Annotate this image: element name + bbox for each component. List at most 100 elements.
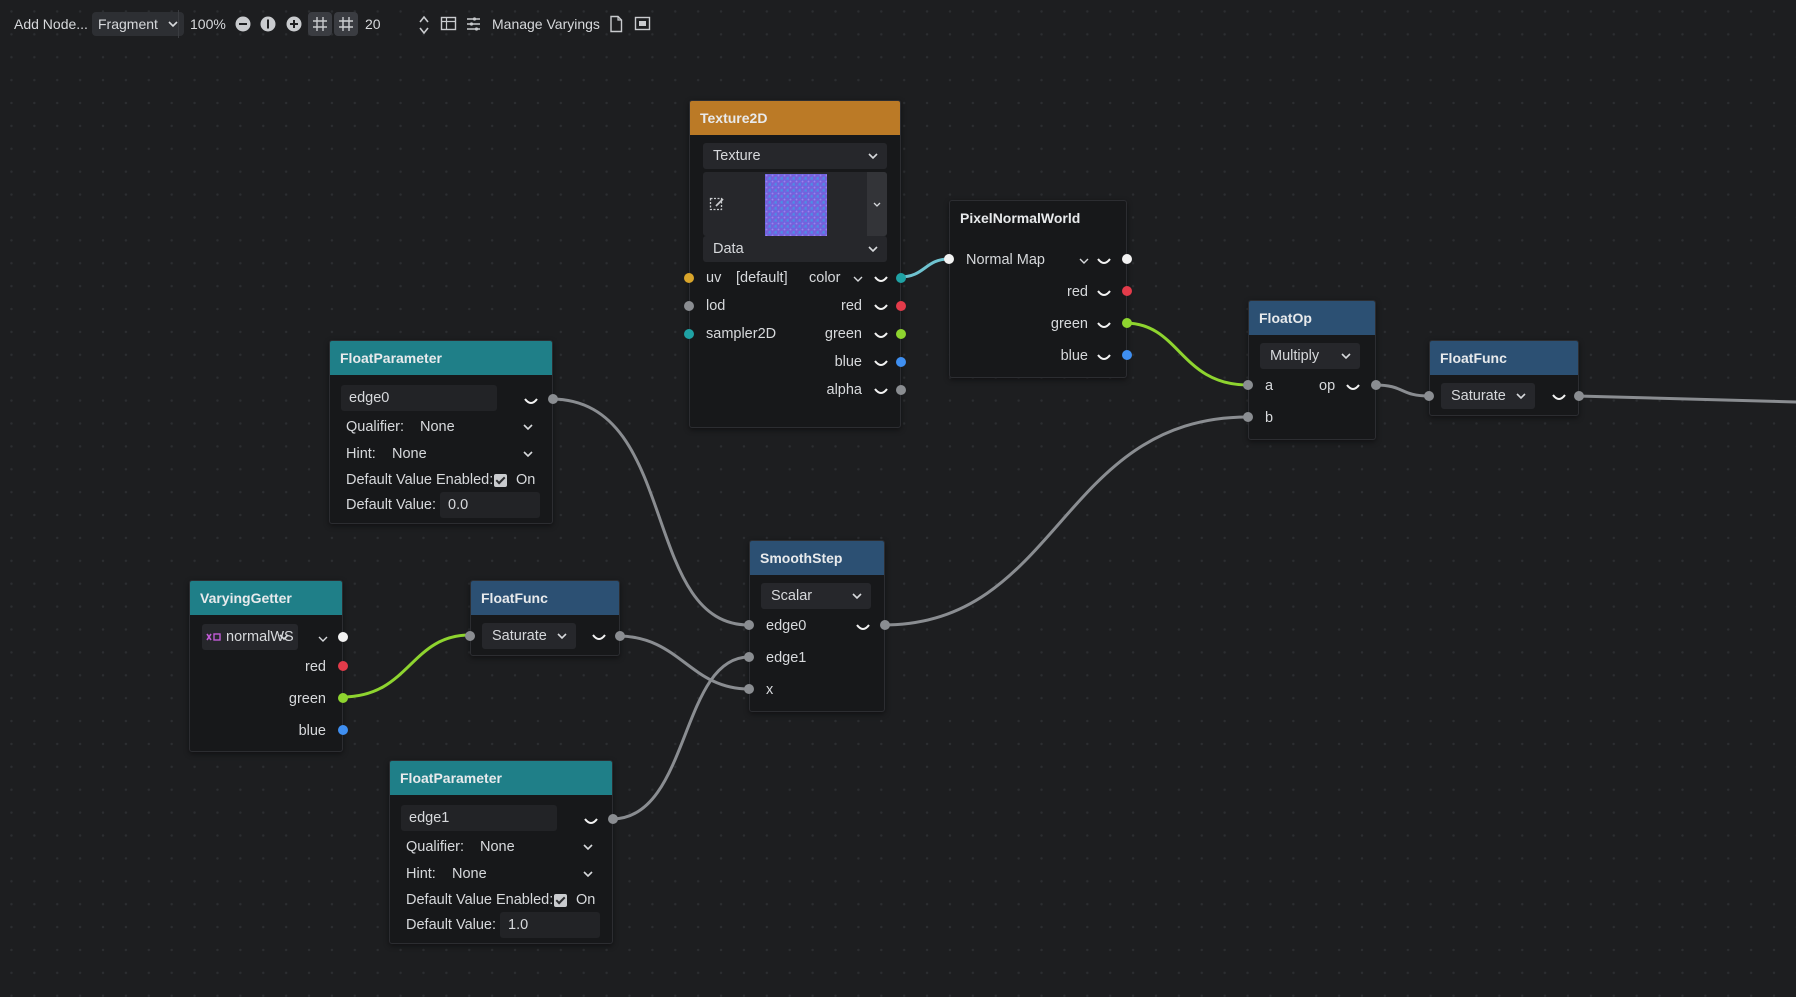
- parameter-name-input[interactable]: edge1: [401, 805, 557, 831]
- expand-toggle-icon[interactable]: [1552, 393, 1566, 403]
- expand-toggle-icon[interactable]: [874, 331, 888, 341]
- output-port-red[interactable]: [896, 301, 906, 311]
- float-parameter-node-edge0[interactable]: FloatParameter edge0 Qualifier: None Hin…: [329, 340, 558, 524]
- output-port[interactable]: [548, 394, 558, 404]
- input-port-sampler2d[interactable]: [684, 329, 694, 339]
- output-port-green[interactable]: [338, 693, 348, 703]
- operation-dropdown[interactable]: Multiply: [1260, 343, 1360, 369]
- expand-toggle-icon[interactable]: [874, 387, 888, 397]
- wire-texture-color-to-normal[interactable]: [899, 257, 950, 279]
- expand-toggle-icon[interactable]: [524, 397, 538, 407]
- add-node-button[interactable]: Add Node...: [14, 16, 88, 32]
- zoom-level-button[interactable]: 100%: [190, 16, 226, 32]
- shader-code-icon[interactable]: [608, 15, 624, 39]
- expand-toggle-icon[interactable]: [874, 359, 888, 369]
- spinner-arrows-icon[interactable]: [418, 15, 430, 39]
- texture-edit-icon[interactable]: [709, 196, 725, 212]
- output-port-alpha[interactable]: [896, 385, 906, 395]
- texture-picker-menu[interactable]: [867, 172, 887, 236]
- chevron-down-icon[interactable]: [853, 275, 863, 283]
- output-port-red[interactable]: [338, 661, 348, 671]
- wire-edge1-to-smoothstep-edge1[interactable]: [611, 655, 750, 821]
- input-port-b[interactable]: [1243, 412, 1253, 422]
- varying-dropdown[interactable]: normalWS: [202, 624, 298, 650]
- expand-toggle-icon[interactable]: [874, 303, 888, 313]
- expand-toggle-icon[interactable]: [874, 275, 888, 285]
- output-port-blue[interactable]: [338, 725, 348, 735]
- qualifier-dropdown[interactable]: None: [410, 414, 542, 440]
- texture-type-dropdown[interactable]: Data: [703, 236, 887, 262]
- qualifier-dropdown[interactable]: None: [470, 834, 602, 860]
- wire-smoothstep-to-floatop-b[interactable]: [882, 415, 1249, 627]
- wire-edge0-to-smoothstep-edge0[interactable]: [550, 397, 750, 627]
- shader-mode-dropdown[interactable]: Fragment: [92, 12, 184, 36]
- function-dropdown[interactable]: Saturate: [1441, 383, 1535, 409]
- output-port-green[interactable]: [1122, 318, 1132, 328]
- input-port-edge1[interactable]: [744, 652, 754, 662]
- parameter-name-input[interactable]: edge0: [341, 385, 497, 411]
- shader-preview-icon[interactable]: [634, 15, 651, 39]
- zoom-out-icon[interactable]: [234, 15, 252, 39]
- output-port-vec[interactable]: [338, 632, 348, 642]
- output-port-op[interactable]: [1371, 380, 1381, 390]
- input-port-normal[interactable]: [944, 254, 954, 264]
- output-port[interactable]: [608, 814, 618, 824]
- texture-picker[interactable]: [703, 172, 887, 236]
- wire-floatop-to-floatfunc[interactable]: [1374, 383, 1430, 398]
- pixel-normal-world-node[interactable]: PixelNormalWorld Normal Map red green bl…: [944, 200, 1132, 378]
- smoothstep-mode-dropdown[interactable]: Scalar: [761, 583, 871, 609]
- expand-toggle-icon[interactable]: [1097, 289, 1111, 299]
- hint-dropdown[interactable]: None: [382, 441, 542, 467]
- output-port[interactable]: [1574, 391, 1584, 401]
- input-port[interactable]: [465, 631, 475, 641]
- input-port-a[interactable]: [1243, 380, 1253, 390]
- input-port-lod[interactable]: [684, 301, 694, 311]
- float-func-node-right[interactable]: FloatFunc Saturate: [1424, 340, 1584, 416]
- minimap-icon[interactable]: [440, 15, 457, 39]
- input-port-x[interactable]: [744, 684, 754, 694]
- expand-toggle-icon[interactable]: [856, 623, 870, 633]
- output-port-blue[interactable]: [1122, 350, 1132, 360]
- normal-mode-dropdown[interactable]: Normal Map: [966, 252, 1045, 268]
- output-port-red[interactable]: [1122, 286, 1132, 296]
- zoom-in-icon[interactable]: [285, 15, 303, 39]
- grid-toggle[interactable]: [334, 12, 358, 36]
- output-port[interactable]: [615, 631, 625, 641]
- wire-varying-green-to-floatfunc[interactable]: [341, 633, 471, 699]
- output-port-normal[interactable]: [1122, 254, 1132, 264]
- expand-toggle-icon[interactable]: [584, 817, 598, 827]
- input-port-edge0[interactable]: [744, 620, 754, 630]
- output-port-green[interactable]: [896, 329, 906, 339]
- input-port[interactable]: [1424, 391, 1434, 401]
- float-parameter-node-edge1[interactable]: FloatParameter edge1 Qualifier: None Hin…: [389, 760, 618, 944]
- float-func-node-mid[interactable]: FloatFunc Saturate: [465, 580, 625, 656]
- expand-toggle-icon[interactable]: [1097, 321, 1111, 331]
- varying-getter-node[interactable]: VaryingGetter normalWS red green blue: [189, 580, 348, 752]
- function-dropdown[interactable]: Saturate: [482, 623, 576, 649]
- texture-source-dropdown[interactable]: Texture: [703, 143, 887, 169]
- snap-distance-value[interactable]: 20: [365, 16, 381, 32]
- expand-toggle-icon[interactable]: [1346, 383, 1360, 393]
- zoom-reset-icon[interactable]: [259, 15, 277, 39]
- chevron-down-icon[interactable]: [318, 635, 328, 643]
- wire-normal-green-to-floatop-a[interactable]: [1124, 321, 1249, 387]
- output-port[interactable]: [880, 620, 890, 630]
- hint-dropdown[interactable]: None: [442, 861, 602, 887]
- wire-floatfunc-to-smoothstep-x[interactable]: [617, 634, 750, 691]
- wire-floatfunc-output[interactable]: [1576, 394, 1796, 404]
- output-port-blue[interactable]: [896, 357, 906, 367]
- input-port-uv[interactable]: [684, 273, 694, 283]
- expand-toggle-icon[interactable]: [592, 633, 606, 643]
- default-enabled-checkbox[interactable]: [554, 894, 567, 907]
- expand-toggle-icon[interactable]: [1097, 257, 1111, 267]
- snap-toggle[interactable]: [308, 12, 332, 36]
- default-value-input[interactable]: 1.0: [500, 912, 600, 938]
- default-enabled-checkbox[interactable]: [494, 474, 507, 487]
- float-op-node[interactable]: FloatOp Multiply a b op: [1243, 300, 1381, 440]
- default-value-input[interactable]: 0.0: [440, 492, 540, 518]
- chevron-down-icon[interactable]: [1079, 257, 1089, 265]
- texture2d-node[interactable]: Texture2D Texture: [684, 100, 906, 428]
- output-port-color[interactable]: [896, 273, 906, 283]
- manage-varyings-button[interactable]: Manage Varyings: [492, 16, 600, 32]
- arrange-nodes-icon[interactable]: [465, 15, 482, 39]
